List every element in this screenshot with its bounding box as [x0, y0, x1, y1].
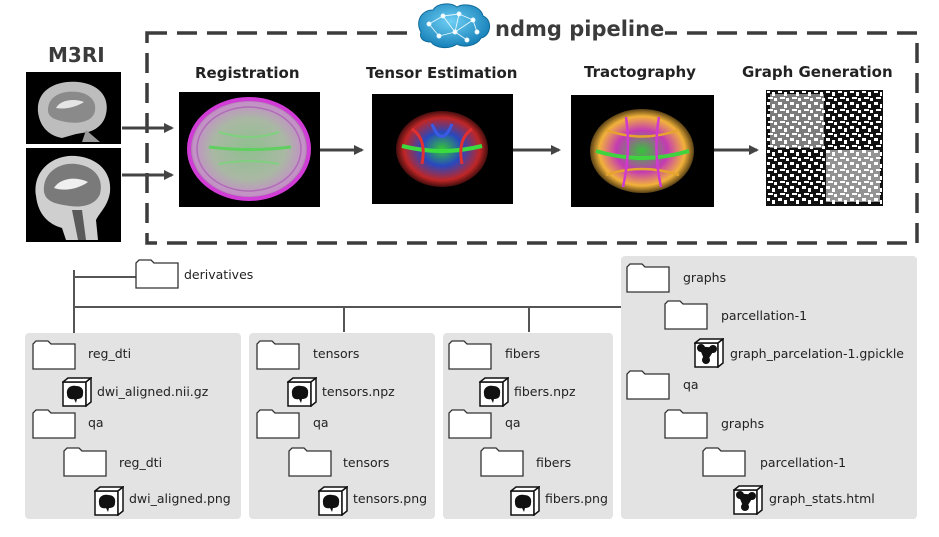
folder-icon [256, 340, 300, 370]
m3ri-label: M3RI [48, 43, 105, 67]
file-tensors-png: tensors.png [353, 491, 428, 506]
folder-reg-dti: reg_dti [88, 346, 132, 361]
brain-file-icon [94, 486, 124, 516]
step-label-tensor-estimation: Tensor Estimation [366, 64, 518, 82]
pipeline-arrows [122, 123, 759, 180]
graph-file-icon [694, 338, 724, 368]
brain-file-icon [287, 377, 317, 407]
folder-qa-tensors: tensors [343, 455, 390, 470]
folder-icon [626, 263, 670, 293]
graph-file-icon [733, 485, 763, 515]
mri-sagittal-image-1 [26, 72, 121, 144]
brain-file-icon [510, 486, 540, 516]
connectome-matrix-image [766, 90, 883, 206]
tree-connectors [73, 270, 622, 333]
file-fibers-png: fibers.png [545, 491, 608, 506]
folder-qa: qa [88, 415, 104, 430]
folder-icon [702, 447, 746, 477]
folder-icon [63, 447, 107, 477]
file-dwi-aligned-png: dwi_aligned.png [129, 491, 231, 506]
folder-icon [135, 259, 179, 289]
file-graph-stats-html: graph_stats.html [769, 491, 875, 506]
file-graph-gpickle: graph_parcelation-1.gpickle [730, 346, 904, 361]
folder-icon [448, 409, 492, 439]
folder-icon [288, 447, 332, 477]
brain-file-icon [318, 486, 348, 516]
folder-icon [448, 340, 492, 370]
folder-icon [32, 340, 76, 370]
step-label-registration: Registration [195, 64, 300, 82]
file-dwi-aligned-nii: dwi_aligned.nii.gz [97, 384, 209, 399]
pipeline-dashed-box [145, 31, 919, 245]
folder-qa-fibers: fibers [536, 455, 572, 470]
folder-qa-reg-dti: reg_dti [119, 455, 163, 470]
file-fibers-npz: fibers.npz [514, 384, 576, 399]
folder-icon [664, 409, 708, 439]
folder-icon [256, 409, 300, 439]
pipeline-title: ndmg pipeline [495, 17, 665, 41]
panel-graphs [621, 256, 917, 519]
folder-qa: qa [313, 415, 329, 430]
folder-qa-graphs: graphs [721, 416, 765, 431]
folder-icon [32, 409, 76, 439]
folder-parcellation-1: parcellation-1 [721, 308, 808, 323]
brain-file-icon [479, 377, 509, 407]
folder-icon [480, 447, 524, 477]
folder-graphs: graphs [683, 270, 727, 285]
folder-tensors: tensors [313, 346, 360, 361]
folder-qa: qa [505, 415, 521, 430]
folder-icon [664, 300, 708, 330]
step-label-graph-generation: Graph Generation [742, 63, 893, 81]
mri-sagittal-image-2 [26, 148, 121, 242]
folder-qa: qa [683, 377, 699, 392]
tensor-estimation-image [372, 94, 513, 204]
registration-image [179, 92, 320, 207]
tractography-image [571, 95, 714, 207]
folder-qa-parcellation-1: parcellation-1 [760, 455, 847, 470]
brain-file-icon [62, 377, 92, 407]
folder-fibers: fibers [505, 346, 541, 361]
folder-icon [626, 370, 670, 400]
root-folder-derivatives: derivatives [184, 267, 254, 282]
file-tensors-npz: tensors.npz [322, 384, 395, 399]
brain-network-logo-icon [418, 3, 490, 49]
step-label-tractography: Tractography [584, 63, 696, 81]
